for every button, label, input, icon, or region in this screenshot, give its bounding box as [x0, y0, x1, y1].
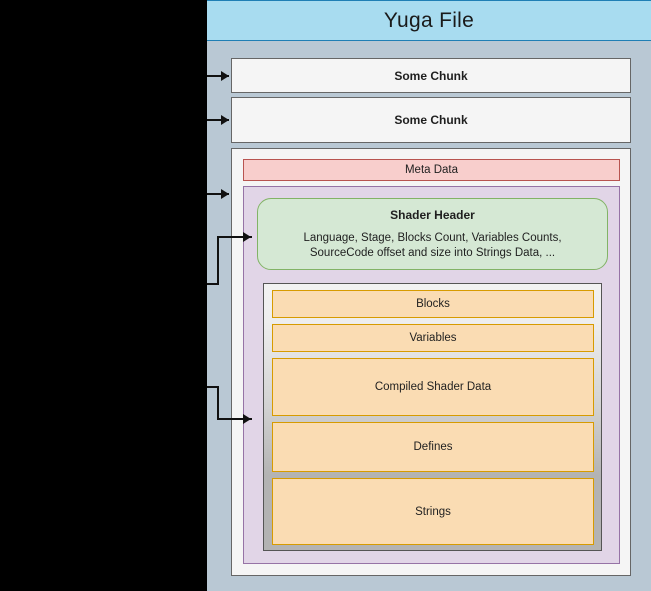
- shader-header-description-line-2: SourceCode offset and size into Strings …: [309, 246, 556, 259]
- arrow-to-chunk-2-line: [207, 119, 229, 121]
- section-variables[interactable]: Variables: [272, 324, 594, 352]
- shader-sections-container: Blocks Variables Compiled Shader Data De…: [263, 283, 602, 551]
- chunk-box-2-label: Some Chunk: [394, 113, 468, 127]
- chunk-box-2[interactable]: Some Chunk: [231, 97, 631, 143]
- meta-data-box[interactable]: Meta Data: [243, 159, 620, 181]
- chunk-box-1[interactable]: Some Chunk: [231, 58, 631, 93]
- arrow-to-compiled-shader-data-segment-3: [217, 418, 252, 420]
- arrow-to-shader-header-head-icon: [243, 232, 251, 242]
- arrow-to-chunk-1-head-icon: [221, 71, 229, 81]
- left-black-gutter: [0, 0, 207, 591]
- section-compiled-shader-data-label: Compiled Shader Data: [374, 381, 492, 393]
- arrow-to-chunk-1-line: [207, 75, 229, 77]
- section-defines[interactable]: Defines: [272, 422, 594, 472]
- arrow-to-shader-chunk-line: [207, 193, 229, 195]
- section-compiled-shader-data[interactable]: Compiled Shader Data: [272, 358, 594, 416]
- section-variables-label: Variables: [409, 332, 457, 344]
- yuga-file-diagram-panel: Yuga File Some Chunk Some Chunk Meta Dat…: [207, 0, 651, 591]
- section-strings[interactable]: Strings: [272, 478, 594, 545]
- arrow-to-chunk-2-head-icon: [221, 115, 229, 125]
- section-defines-label: Defines: [413, 441, 453, 453]
- section-strings-label: Strings: [415, 505, 451, 518]
- arrow-to-shader-header-segment-1: [207, 283, 219, 285]
- chunk-box-1-label: Some Chunk: [394, 68, 468, 83]
- page-title: Yuga File: [383, 8, 475, 32]
- shader-header-box[interactable]: Shader Header Language, Stage, Blocks Co…: [257, 198, 608, 270]
- arrow-to-shader-header-segment-3: [217, 236, 252, 238]
- section-blocks-label: Blocks: [416, 298, 450, 310]
- arrow-to-shader-chunk-head-icon: [221, 189, 229, 199]
- arrow-to-compiled-shader-data-head-icon: [243, 414, 251, 424]
- arrow-to-compiled-shader-data-segment-2: [217, 386, 219, 420]
- shader-chunk-container: Meta Data Shader Header Language, Stage,…: [231, 148, 631, 576]
- meta-data-label: Meta Data: [404, 164, 459, 176]
- shader-header-title: Shader Header: [390, 207, 475, 222]
- shader-header-description-line-1: Language, Stage, Blocks Count, Variables…: [303, 231, 562, 244]
- section-blocks[interactable]: Blocks: [272, 290, 594, 318]
- arrow-to-compiled-shader-data-segment-1: [207, 386, 219, 388]
- arrow-to-shader-header-segment-2: [217, 236, 219, 285]
- shader-container: Shader Header Language, Stage, Blocks Co…: [243, 186, 620, 564]
- diagram-title-bar: Yuga File: [207, 0, 651, 41]
